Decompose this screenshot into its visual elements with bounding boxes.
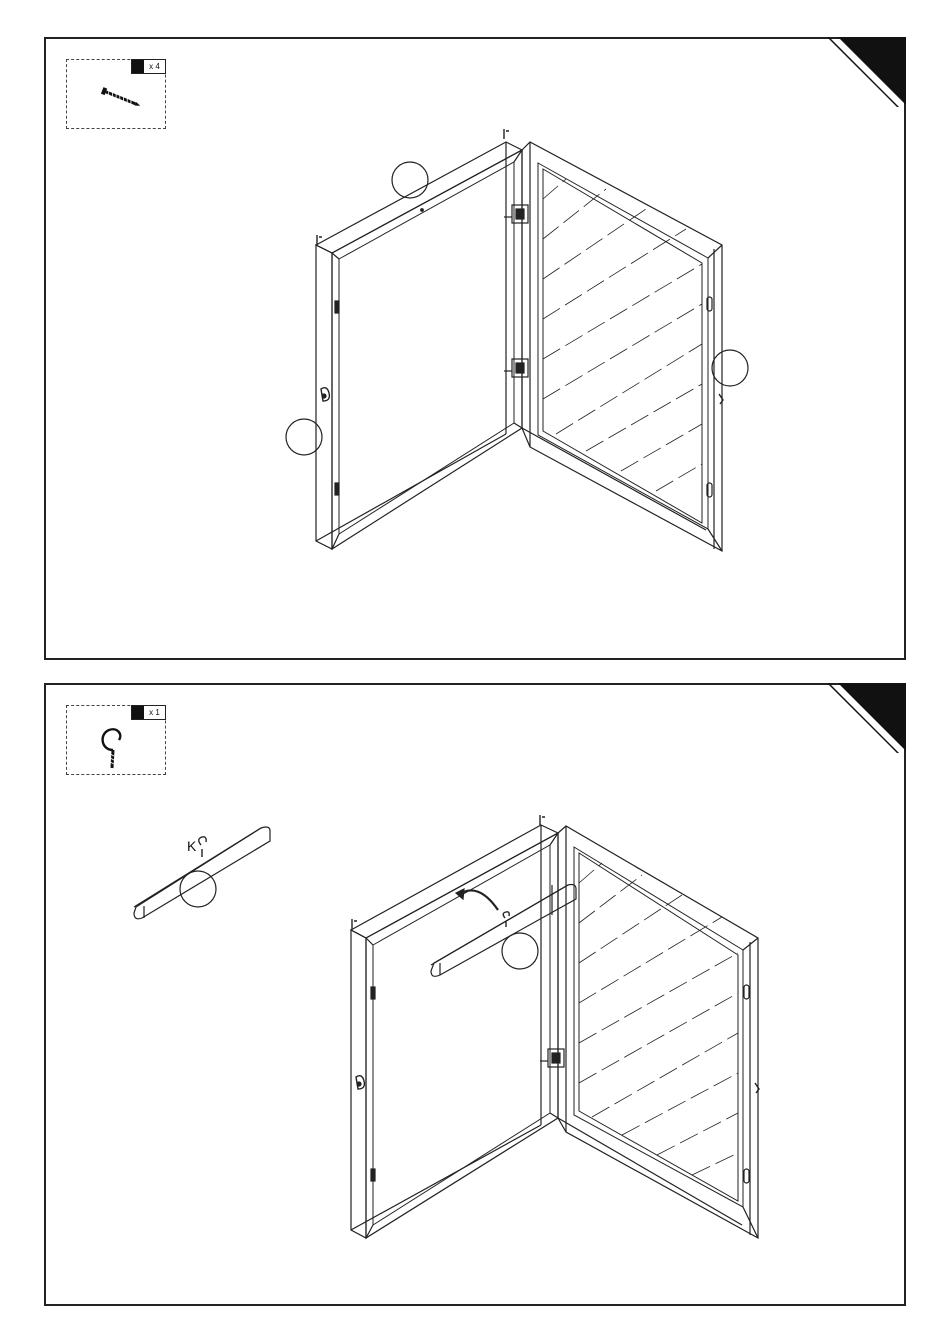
shelf-bar-installed — [431, 885, 576, 977]
detail-circle — [392, 162, 428, 198]
detail-circle — [180, 871, 216, 907]
left-door-frame — [316, 129, 522, 549]
right-door-frame — [504, 142, 723, 551]
detail-circle — [502, 933, 538, 969]
right-door-frame — [540, 826, 759, 1238]
cabinet-drawing-step-1 — [46, 39, 908, 662]
assembly-step-panel-2: x 1 — [44, 683, 906, 1306]
detail-circle — [712, 350, 748, 386]
cabinet-drawing-step-2 — [46, 685, 908, 1308]
part-label-k: K — [187, 838, 196, 854]
left-door-frame — [351, 815, 558, 1238]
assembly-step-panel-1: x 4 — [44, 37, 906, 660]
shelf-bar-loose — [134, 827, 270, 919]
